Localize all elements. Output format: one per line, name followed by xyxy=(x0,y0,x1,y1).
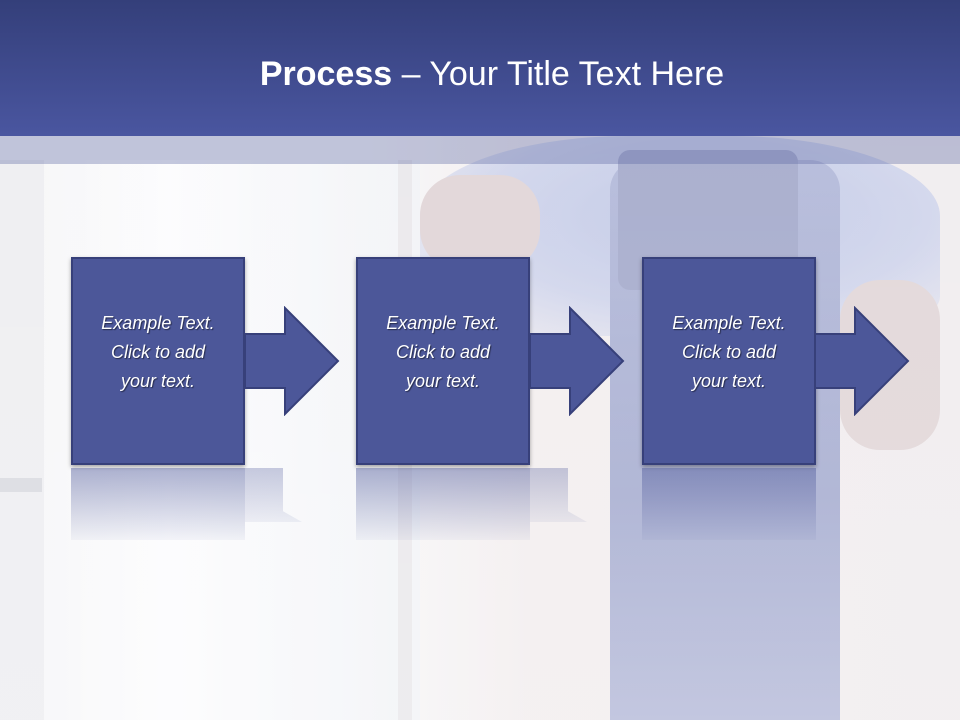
process-step-1[interactable]: Example Text. Click to add your text. xyxy=(71,257,245,465)
background-worker-arm xyxy=(420,175,540,270)
process-step-1-reflection xyxy=(71,468,245,540)
background-door-frame xyxy=(0,160,44,720)
process-step-2-reflection xyxy=(356,468,530,540)
title-bar xyxy=(0,0,960,136)
title-bar-strip xyxy=(0,136,960,164)
slide-title-rest: – Your Title Text Here xyxy=(392,55,725,93)
slide-title[interactable]: Process – Your Title Text Here xyxy=(0,52,960,96)
process-arrow-1-icon xyxy=(245,306,340,416)
process-step-3[interactable]: Example Text. Click to add your text. xyxy=(642,257,816,465)
background-hinge xyxy=(0,478,42,492)
process-step-3-reflection xyxy=(642,468,816,540)
process-step-2[interactable]: Example Text. Click to add your text. xyxy=(356,257,530,465)
process-step-1-text: Example Text. Click to add your text. xyxy=(101,312,215,391)
process-step-2-text: Example Text. Click to add your text. xyxy=(386,312,500,391)
process-step-3-text: Example Text. Click to add your text. xyxy=(672,312,786,391)
slide-title-bold: Process xyxy=(259,55,393,93)
process-arrow-3-icon xyxy=(815,306,910,416)
process-arrow-2-icon xyxy=(530,306,625,416)
